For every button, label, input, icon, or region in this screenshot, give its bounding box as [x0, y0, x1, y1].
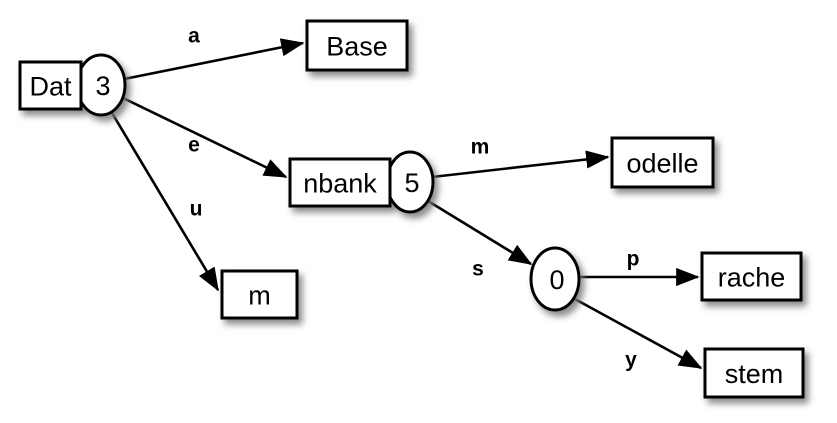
node-nbank-box [288, 157, 392, 208]
edge-label-e: e [188, 134, 200, 157]
node-stem-box [703, 347, 805, 399]
edge-a-line [123, 38, 305, 81]
edge-s-line [427, 199, 533, 266]
node-dat-label: Dat [29, 72, 72, 102]
node-nbank[interactable] [288, 150, 435, 214]
node-stem-label: stem [725, 359, 784, 389]
node-odelle-box [610, 136, 715, 189]
node-dat[interactable] [18, 53, 127, 117]
node-base-label: Base [326, 32, 388, 62]
edge-m-line [431, 150, 610, 179]
node-base-box [305, 19, 409, 72]
node-m[interactable] [220, 269, 299, 320]
edge-labels-layer: a e u m s p y [188, 25, 639, 372]
node-zero-ellipse [529, 246, 581, 312]
node-nbank-state: 5 [404, 168, 419, 198]
node-rache-label: rache [718, 263, 786, 293]
node-rache-box [700, 251, 803, 302]
node-rache[interactable] [700, 251, 803, 302]
node-zero[interactable] [529, 246, 581, 312]
edge-label-y: y [625, 349, 637, 372]
node-zero-state: 0 [549, 265, 564, 295]
edge-y-line [572, 296, 703, 370]
edge-label-m: m [471, 136, 490, 159]
edge-label-s: s [472, 258, 484, 281]
edge-u-line [110, 112, 220, 292]
node-odelle-label: odelle [626, 149, 698, 179]
edges-layer [110, 38, 703, 370]
edge-label-u: u [190, 198, 203, 221]
node-stem[interactable] [703, 347, 805, 399]
nodes-layer: Dat 3 Base nbank 5 m odelle [18, 19, 805, 399]
node-nbank-label: nbank [303, 169, 377, 199]
node-base[interactable] [305, 19, 409, 72]
node-m-label: m [248, 281, 271, 311]
node-dat-box [18, 60, 83, 111]
edge-label-a: a [188, 25, 200, 48]
node-dat-state: 3 [95, 71, 110, 101]
node-odelle[interactable] [610, 136, 715, 189]
edge-label-p: p [627, 248, 640, 271]
node-m-box [220, 269, 299, 320]
edge-e-line [122, 96, 288, 179]
